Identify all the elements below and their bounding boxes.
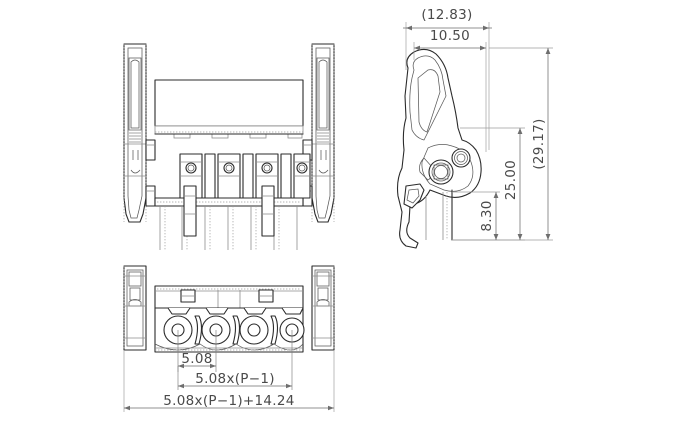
bottom-view-left-flange <box>123 265 147 351</box>
dim-overall-length-label: 5.08x(P−1)+14.24 <box>163 393 294 409</box>
dimension-tail-length <box>452 191 500 241</box>
top-view-legs <box>154 185 304 250</box>
top-view <box>123 43 335 250</box>
dim-pitch-span-label: 5.08x(P−1) <box>195 371 275 387</box>
bottom-view-housing <box>154 307 305 353</box>
dimension-body-width <box>413 42 487 152</box>
dim-body-height-label: 25.00 <box>503 160 519 200</box>
dimension-overall-length <box>123 350 335 412</box>
dimension-pitch-span <box>177 330 293 390</box>
dim-overall-width-label: (12.83) <box>421 7 472 23</box>
top-view-terminals <box>179 153 311 199</box>
dim-body-width-label: 10.50 <box>430 28 470 44</box>
bottom-view-rail <box>154 285 304 309</box>
bottom-view-right-flange <box>311 265 335 351</box>
bottom-view <box>123 265 335 353</box>
dim-pitch-label: 5.08 <box>181 351 212 367</box>
dim-tail-length-label: 8.30 <box>479 200 495 231</box>
side-view <box>396 48 482 249</box>
dimension-overall-width <box>403 22 492 150</box>
dim-overall-height-label: (29.17) <box>531 118 547 169</box>
dimension-pitch <box>177 330 217 372</box>
top-view-left-flange <box>123 43 147 223</box>
top-view-right-flange <box>311 43 335 223</box>
